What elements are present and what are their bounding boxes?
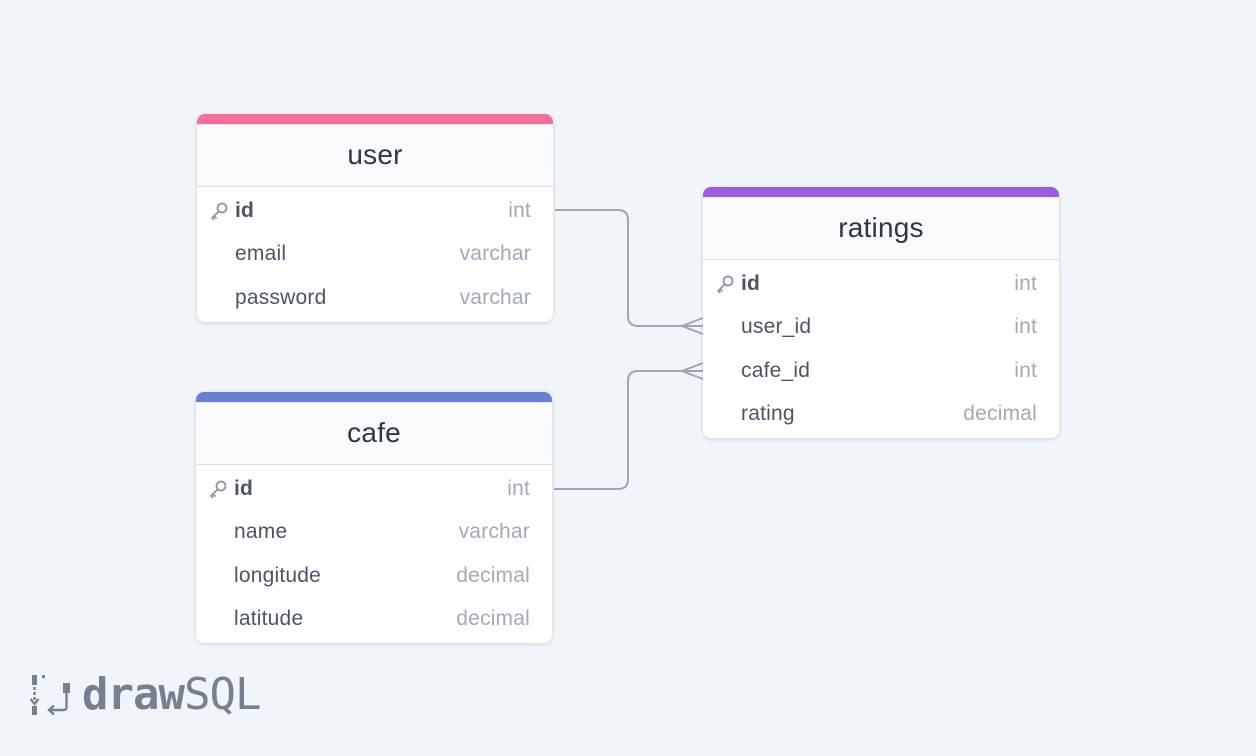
connector-line [555,209,703,327]
table-header[interactable]: user [197,114,553,187]
column-row-password[interactable]: password varchar [197,276,553,320]
table-cafe[interactable]: cafe id int name varchar longitude decim… [196,392,552,643]
connector-line [554,370,703,490]
table-user[interactable]: user id int email varchar password varch… [197,114,553,322]
primary-key-icon [210,480,227,499]
primary-key-icon [211,202,228,221]
column-row-longitude[interactable]: longitude decimal [196,554,552,598]
column-name: longitude [234,563,322,587]
column-type: varchar [458,520,530,544]
column-type: varchar [459,285,531,309]
column-type: int [507,476,530,500]
column-name: user_id [741,315,812,339]
column-name: id [234,476,254,500]
column-name: email [235,242,287,266]
column-row-email[interactable]: email varchar [197,233,553,277]
column-row-id[interactable]: id int [197,189,553,233]
table-title: cafe [347,417,401,448]
crows-foot-icon [679,317,704,335]
column-type: decimal [963,402,1037,426]
column-row-user_id[interactable]: user_id int [703,306,1059,350]
column-name: id [741,271,761,295]
logo-text-draw: draw [82,669,185,720]
column-type: int [1014,315,1037,339]
column-type: decimal [456,563,530,587]
primary-key-icon [717,275,734,294]
table-header[interactable]: ratings [703,187,1059,260]
column-row-id[interactable]: id int [196,467,552,511]
column-row-latitude[interactable]: latitude decimal [196,598,552,642]
column-name: cafe_id [741,358,811,382]
table-title: user [347,139,403,170]
relationship-cafe-ratings[interactable] [554,362,704,490]
column-row-id[interactable]: id int [703,262,1059,306]
table-title: ratings [838,212,924,243]
column-type: varchar [459,242,531,266]
column-type: int [1014,358,1037,382]
table-ratings[interactable]: ratings id int user_id int cafe_id int r… [703,187,1059,438]
column-row-name[interactable]: name varchar [196,511,552,555]
relationship-user-ratings[interactable] [555,209,704,335]
column-name: rating [741,402,795,426]
column-row-rating[interactable]: rating decimal [703,393,1059,437]
column-name: password [235,285,327,309]
column-row-cafe_id[interactable]: cafe_id int [703,349,1059,393]
drawsql-logo[interactable]: draw SQL [30,669,261,720]
column-type: int [1014,271,1037,295]
logo-text-sql: SQL [183,669,261,720]
column-name: latitude [234,607,304,631]
table-header[interactable]: cafe [196,392,552,465]
column-name: name [234,520,288,544]
drawsql-logo-icon [30,675,70,716]
column-type: decimal [456,607,530,631]
crows-foot-icon [679,362,704,380]
column-name: id [235,198,255,222]
column-type: int [508,198,531,222]
